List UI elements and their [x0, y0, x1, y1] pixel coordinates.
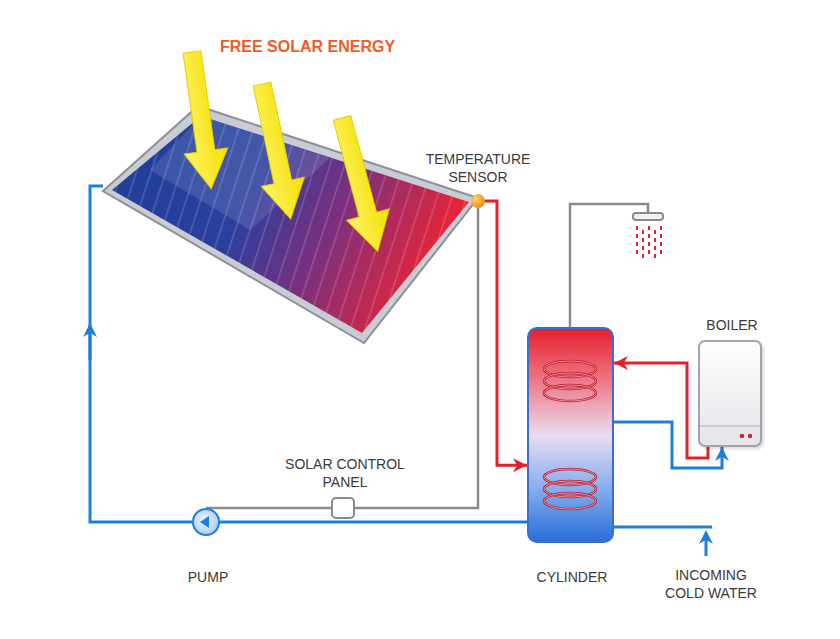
solar-collector-frame [103, 106, 478, 343]
cold-water-label: INCOMING COLD WATER [656, 566, 766, 602]
boiler: BOILER [698, 340, 762, 447]
pump: PUMP [192, 508, 220, 536]
boiler-controls [700, 342, 760, 445]
flow-arrow [89, 330, 92, 360]
control-wire [206, 507, 331, 510]
node-label: PUMP [148, 568, 268, 586]
node-label: CYLINDER [512, 568, 632, 586]
title: FREE SOLAR ENERGY [220, 38, 440, 56]
shower-head [633, 213, 663, 220]
sun-arrow [240, 79, 312, 223]
collector-glare [150, 116, 330, 230]
pipe [485, 201, 527, 465]
hot-water-pipe [570, 204, 648, 327]
pipe [220, 521, 527, 524]
sun-arrow [321, 112, 399, 257]
collector-fins [112, 116, 469, 333]
solar-collector [112, 116, 469, 333]
shower-spray [637, 226, 661, 262]
pump-icon [194, 510, 218, 534]
node-label: BOILER [672, 316, 792, 334]
temperature-sensor: TEMPERATURE SENSOR [471, 194, 485, 208]
node-label: SOLAR CONTROL PANEL [280, 455, 410, 491]
solar-control-panel: SOLAR CONTROL PANEL [331, 497, 355, 519]
cold-water-arrow [705, 537, 708, 556]
cold-water-pipe [614, 526, 712, 529]
pipe [614, 363, 708, 458]
heat-coils [529, 329, 612, 541]
return-pipe [90, 186, 192, 522]
sun-arrow [170, 49, 233, 192]
cylinder: CYLINDER [527, 327, 614, 543]
node-label: TEMPERATURE SENSOR [418, 150, 538, 186]
